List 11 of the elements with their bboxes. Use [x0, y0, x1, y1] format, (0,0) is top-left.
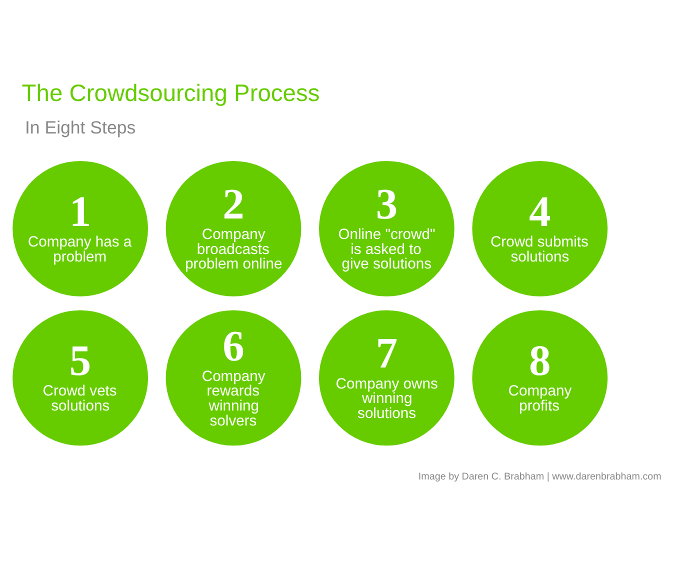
- node-circle: 2 Company broadcasts problem online: [166, 160, 302, 296]
- node-circle: 3 Online "crowd" is asked to give solutions: [319, 160, 454, 296]
- node-circle: 5 Crowd vets solutions: [12, 310, 148, 446]
- label: Image by Daren C. Brabham | www.darenbrabham.com: [418, 472, 662, 483]
- label: In Eight Steps: [24, 118, 136, 138]
- node-circle: 4 Crowd submits solutions: [472, 160, 608, 296]
- node-circle: 6 Company rewards winning solvers: [166, 310, 302, 446]
- node-circle: 1 Company has a problem: [12, 160, 148, 296]
- diagram-title: The Crowdsourcing Process: [22, 80, 320, 107]
- node-circle: 8 Company profits: [472, 310, 608, 446]
- node-circle: 7 Company owns winning solutions: [319, 310, 454, 446]
